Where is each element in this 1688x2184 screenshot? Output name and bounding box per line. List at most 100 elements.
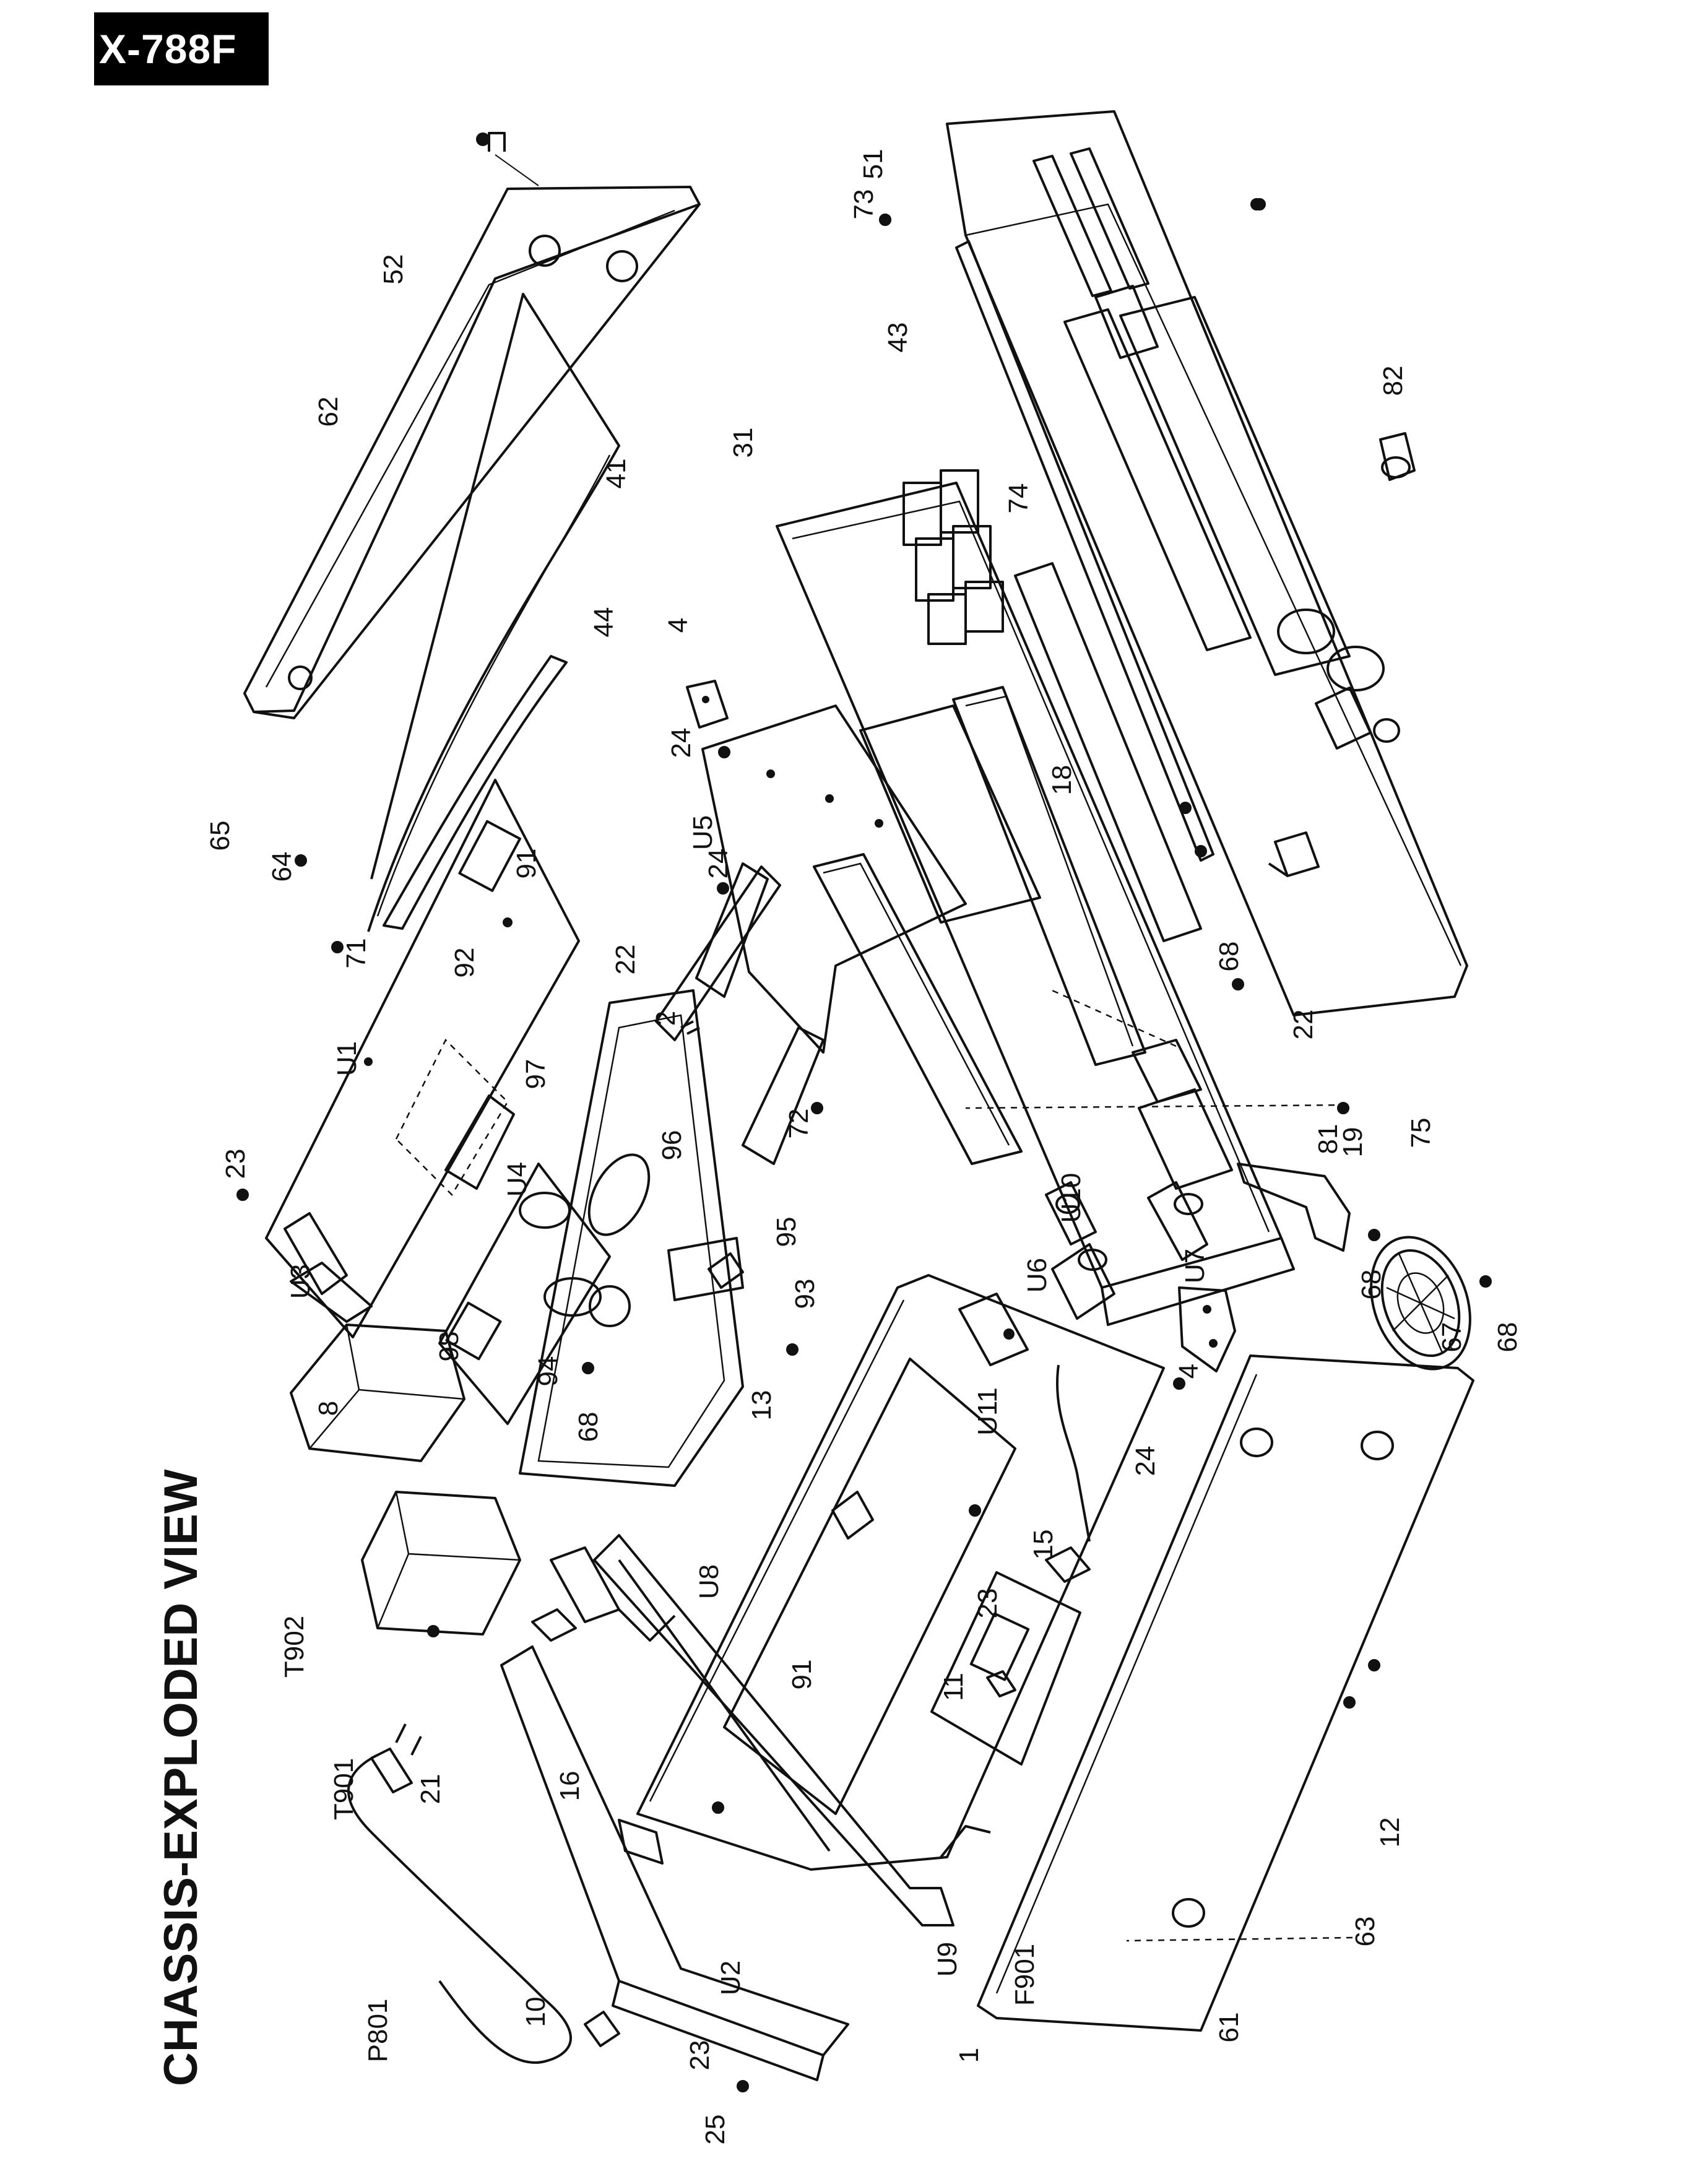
callout-label: 24 [703, 849, 734, 879]
callout-label: 2 [651, 1011, 681, 1026]
board-98 [438, 1163, 611, 1425]
sub-board-U5 [701, 704, 967, 1054]
callout-label: 74 [1003, 483, 1034, 514]
alignment-line-2 [1126, 1936, 1353, 1942]
bottom-chassis [618, 1274, 1165, 1871]
sub-board-U9 [930, 1571, 1081, 1766]
callout-label: 15 [1028, 1530, 1058, 1560]
callout-label: 68 [573, 1412, 604, 1442]
fuse-F901 [986, 1670, 1016, 1697]
callout-label: 12 [1375, 1818, 1405, 1848]
callout-label: 23 [685, 2040, 715, 2071]
callout-label: U7 [1180, 1249, 1210, 1283]
callout-label: 4 [663, 618, 693, 633]
callout-label: 8 [313, 1401, 344, 1416]
rear-panel-1 [593, 1534, 954, 1926]
callout-label: 68 [1492, 1322, 1523, 1353]
callout-label: U8 [694, 1564, 724, 1599]
callout-label: 93 [790, 1279, 820, 1309]
callout-label: 67 [1437, 1322, 1467, 1353]
callout-label: 97 [521, 1059, 551, 1090]
bottom-cover-61 [977, 1354, 1474, 2032]
callout-label: P801 [363, 1999, 393, 2063]
cord-bushing-10 [584, 2011, 620, 2047]
display-18 [952, 686, 1146, 1066]
knob-81 [1268, 831, 1320, 877]
callout-label: 73 [849, 189, 879, 220]
gasket-43 [955, 240, 1214, 862]
knob-82 [1379, 432, 1416, 481]
insulation-sheet-41 [367, 293, 620, 932]
callout-label: 96 [657, 1130, 687, 1161]
callout-label: 41 [601, 459, 631, 489]
callout-label: U4 [502, 1162, 532, 1197]
rear-side-plate [500, 1645, 849, 2081]
callout-label: 81 [1313, 1124, 1343, 1155]
harness-15 [1045, 1364, 1091, 1583]
callout-label: U5 [688, 815, 718, 850]
callout-label: 98 [434, 1332, 464, 1362]
top-cover-62 [243, 132, 701, 719]
alignment-line-1 [965, 1104, 1347, 1109]
front-frame-31 [776, 469, 1295, 1326]
bracket-16 [531, 1608, 577, 1642]
model-tag: X-788F [94, 12, 269, 85]
foot-67 [1370, 1236, 1471, 1371]
switch-U6 [1051, 1243, 1115, 1320]
callout-label: 11 [938, 1673, 969, 1701]
bracket-4-lower [1178, 1286, 1236, 1372]
power-cord-P801 [347, 1723, 572, 2064]
callout-label: 43 [883, 323, 913, 353]
callout-label: U3 [285, 1264, 316, 1299]
callout-label: 23 [972, 1588, 1003, 1619]
callout-label: 19 [1338, 1127, 1368, 1158]
display-window-74 [1014, 562, 1202, 942]
power-board-U2 [723, 1358, 1016, 1815]
callout-label: 68 [1214, 942, 1244, 972]
callout-label: 16 [555, 1771, 585, 1801]
diagram-title: CHASSIS-EXPLODED VIEW [155, 1469, 207, 2086]
callout-label: 21 [415, 1774, 446, 1805]
front-panel-51 [879, 110, 1468, 1016]
callout-label: 64 [267, 852, 297, 882]
callout-label: 25 [700, 2115, 730, 2145]
callout-label: 92 [449, 948, 480, 978]
callout-label: 4 [1174, 1364, 1204, 1379]
connector-U3 [283, 1212, 373, 1323]
switch-U10 [1045, 1181, 1097, 1246]
switch-U11 [958, 1293, 1029, 1366]
callout-label: 91 [511, 849, 542, 879]
board-U4 [395, 1038, 515, 1197]
callout-label: 63 [1350, 1917, 1380, 1947]
callout-label: U9 [932, 1942, 963, 1977]
callout-label: 24 [666, 728, 696, 758]
callout-label: 52 [378, 254, 409, 285]
callout-label: 31 [728, 428, 758, 458]
switch-U7 [1147, 1181, 1208, 1261]
callout-label: 22 [1288, 1010, 1318, 1040]
callout-label: U11 [972, 1387, 1003, 1435]
callout-label: 18 [1047, 765, 1077, 795]
bracket-71 [695, 862, 825, 1165]
callout-label: 23 [220, 1149, 251, 1179]
callout-label: U1 [332, 1041, 362, 1076]
callout-label: 44 [589, 607, 619, 638]
callout-label: 94 [533, 1356, 563, 1387]
sheet-44 [383, 655, 568, 930]
transformer-T902 [290, 1324, 465, 1462]
callout-label: T901 [329, 1758, 359, 1820]
transformer-T901 [361, 1491, 521, 1636]
callout-label: 91 [787, 1660, 817, 1690]
support-75 [1237, 1163, 1351, 1252]
callout-label: 22 [610, 945, 641, 975]
callout-label: 13 [747, 1390, 777, 1421]
callout-label: T902 [279, 1616, 309, 1678]
callout-label: 68 [1356, 1270, 1387, 1300]
callout-label: 62 [313, 397, 344, 427]
panel-strip [813, 853, 1023, 1165]
callout-label: U6 [1022, 1258, 1052, 1293]
callout-label: 65 [205, 821, 235, 851]
callout-label: 61 [1214, 2013, 1244, 2043]
